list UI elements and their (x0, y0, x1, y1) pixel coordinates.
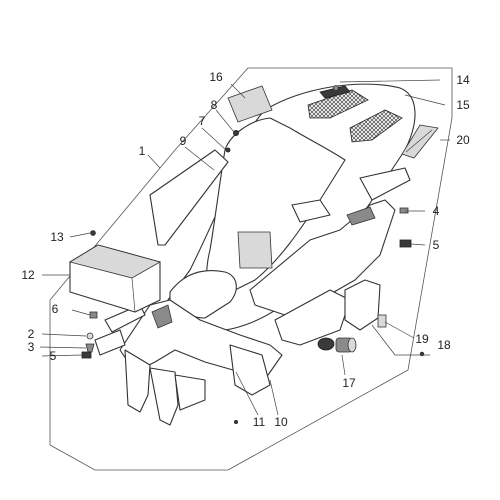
fitting-4 (399, 207, 409, 214)
callout-10: 10 (274, 415, 288, 429)
screw-2 (86, 332, 94, 340)
dot-11 (233, 419, 238, 424)
screw-8 (232, 129, 239, 136)
assembly-frame (49, 67, 453, 471)
callout-7: 7 (199, 114, 206, 128)
callout-15: 15 (456, 98, 470, 112)
cover-plate-16 (227, 85, 273, 123)
clip-5b (399, 239, 412, 248)
bolt-3 (85, 343, 95, 353)
clip-5a (81, 351, 92, 359)
reflector-20 (401, 124, 439, 159)
callout-3: 3 (28, 340, 35, 354)
callout-18: 18 (437, 338, 451, 352)
body-frame-part (149, 83, 416, 332)
callout-6: 6 (52, 302, 59, 316)
callout-16: 16 (209, 70, 223, 84)
callout-13: 13 (50, 230, 64, 244)
vent-grille-15 (307, 85, 403, 143)
callout-9: 9 (180, 134, 187, 148)
clip-6 (89, 311, 98, 319)
callout-17: 17 (342, 376, 356, 390)
callout-19: 19 (415, 332, 429, 346)
screw-14 (333, 85, 339, 91)
callout-2: 2 (28, 327, 35, 341)
callout-12: 12 (21, 268, 35, 282)
callout-5b: 5 (433, 238, 440, 252)
callout-1: 1 (139, 144, 146, 158)
callout-11: 11 (253, 415, 266, 429)
battery-cover-12 (68, 244, 162, 313)
fitting-19 (377, 314, 387, 328)
callout-8: 8 (211, 98, 218, 112)
screw-13 (90, 230, 96, 236)
screw-7 (225, 147, 231, 153)
callout-4: 4 (433, 204, 440, 218)
callout-labels: 1 2 3 4 5 5 6 7 8 9 10 11 12 13 14 15 16… (21, 70, 470, 429)
callout-5a: 5 (50, 349, 57, 363)
callout-14: 14 (456, 73, 470, 87)
key-lock-17 (317, 337, 357, 353)
leader-lines (39, 79, 450, 416)
callout-20: 20 (456, 133, 470, 147)
